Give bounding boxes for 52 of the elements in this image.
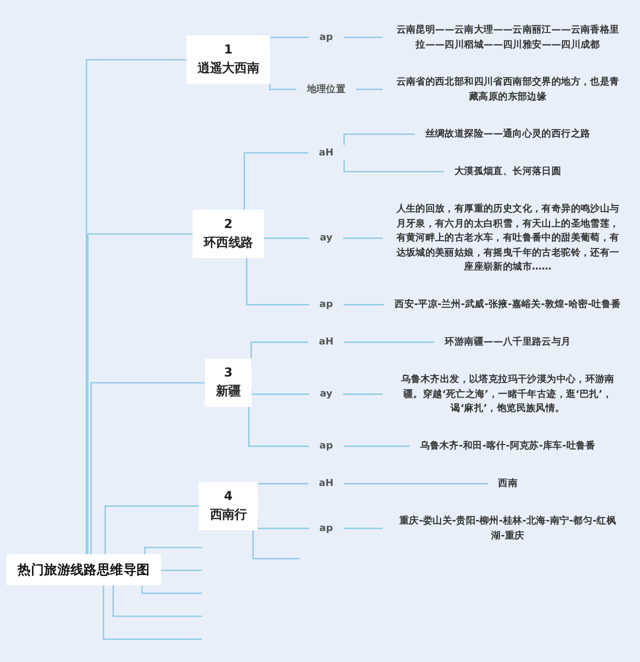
node-box — [186, 36, 270, 84]
node-text: ap — [319, 298, 333, 310]
node-text: aH — [318, 477, 334, 489]
node-text: ap — [319, 522, 333, 534]
node-text: 丝绸故道探险——通向心灵的西行之路 — [425, 128, 590, 140]
node-box — [204, 358, 252, 407]
connector — [90, 382, 206, 555]
node-text: 云南昆明——云南大理——云南丽江——云南香格里拉——四川稻城——四川雅安——四川成都 — [396, 24, 620, 50]
connector — [342, 238, 383, 239]
node-text: 西南 — [498, 477, 518, 489]
node-box — [6, 554, 161, 586]
node-text: 云南省的西北部和四川省西南部交界的地方，也是青藏高原的东部边缘 — [396, 76, 620, 102]
node-text: 地理位置 — [306, 83, 346, 94]
connector — [86, 59, 187, 555]
node-text: aH — [318, 336, 334, 348]
node-text: 人生的回放，有厚重的历史文化，有奇异的鸣沙山与月牙泉，有六月的太白积雪，有天山上的圣地雪莲，有黄河畔上的古老水车，有吐鲁番中的甜美葡萄，有达坂城的美丽姑娘，有摇曳千年的古老驼铃，还有一座座崭新的城市…… — [396, 202, 620, 272]
connector — [102, 585, 202, 640]
node-text: aH — [318, 146, 334, 158]
node-text: ay — [320, 388, 332, 400]
node-text: 重庆-娄山关-贵阳-柳州-桂林-北海-南宁-都匀-红枫湖-重庆 — [400, 514, 616, 541]
connector — [342, 446, 410, 447]
connector — [112, 585, 202, 617]
node-text: 西安-平凉-兰州-武威-张掖-嘉峪关-敦煌-哈密-吐鲁番 — [394, 298, 621, 310]
connector — [246, 258, 309, 306]
connector — [87, 233, 194, 555]
connector — [252, 530, 300, 560]
connector — [160, 570, 202, 572]
connector — [342, 304, 384, 306]
connector — [342, 36, 383, 38]
node-text: 环游南疆——八千里路云与月 — [444, 336, 571, 348]
connector — [248, 406, 309, 447]
node-text: 大漠孤烟直、长河落日圆 — [454, 165, 562, 177]
connector — [343, 160, 444, 172]
connector — [269, 82, 296, 90]
connector — [244, 152, 308, 210]
node-box — [192, 210, 264, 258]
node-text: 乌鲁木齐-和田-喀什-阿克苏-库车-吐鲁番 — [420, 440, 596, 452]
connector — [104, 505, 200, 555]
node-text: ay — [320, 232, 332, 244]
connector — [355, 88, 383, 90]
node-text: 乌鲁木齐出发，以塔克拉玛干沙漠为中心，环游南疆。穿越‘死亡之海’，一睹千年古迹，逛‘巴扎’，谒‘麻扎’，饱览民族风情。 — [401, 373, 614, 414]
node-text: ap — [319, 31, 333, 42]
node-box — [198, 482, 258, 530]
connector — [144, 546, 202, 555]
connector — [141, 585, 202, 594]
connector — [343, 483, 488, 484]
connector — [343, 133, 415, 146]
connector — [343, 342, 434, 343]
connector — [262, 236, 310, 239]
connector — [342, 394, 383, 395]
node-text: ap — [319, 440, 333, 452]
connector — [342, 528, 383, 530]
